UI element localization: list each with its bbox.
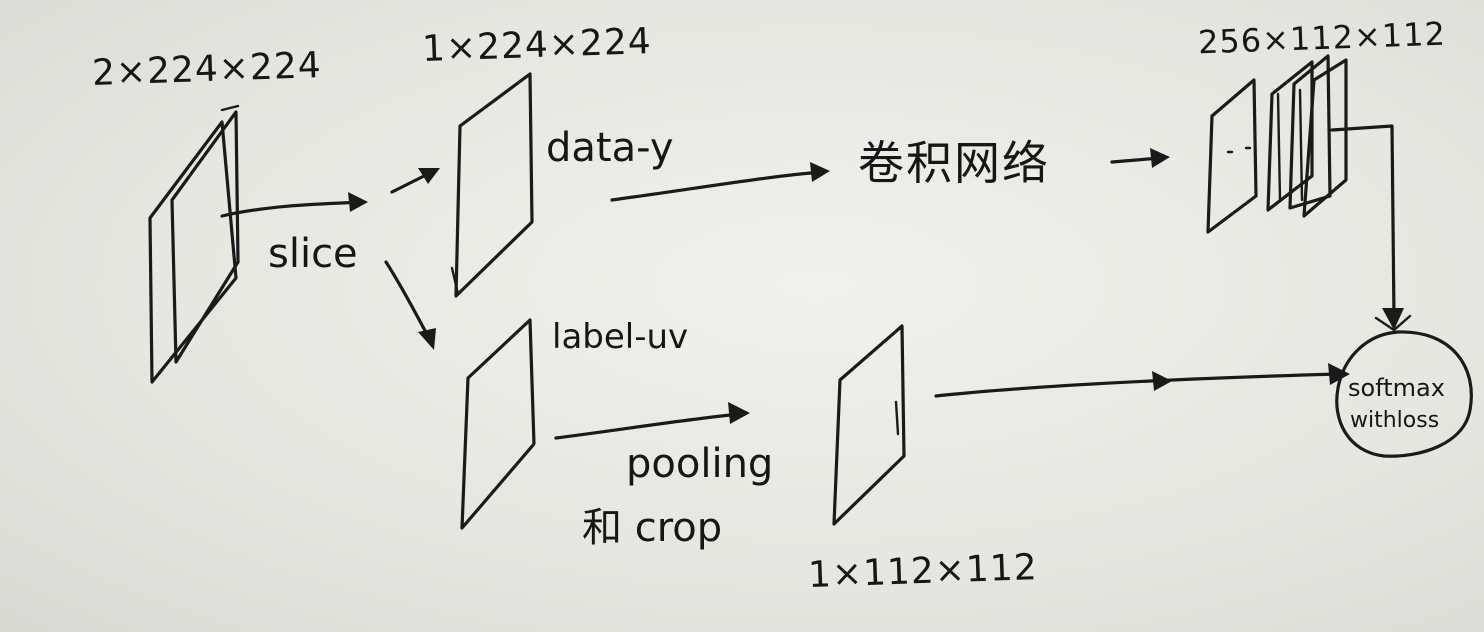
pooling-arrow: [554, 402, 750, 440]
and-crop-label: 和 crop: [582, 505, 723, 551]
input-dims-label: 2×224×224: [91, 45, 323, 94]
label-uv-plane: [460, 318, 536, 530]
slice-dims-label: 1×224×224: [421, 21, 653, 70]
data-y-label: data-y: [546, 125, 674, 171]
arrow-to-label-uv: [384, 260, 436, 350]
arrow-to-conv-net: [610, 162, 830, 202]
target-plane: [832, 324, 906, 526]
arrow-features-to-softmax: [1330, 124, 1412, 332]
label-uv-label: label-uv: [552, 317, 689, 357]
slice-label: slice: [268, 231, 358, 277]
softmax-circle: [1335, 330, 1473, 458]
arrow-target-to-softmax: [934, 363, 1350, 398]
with-loss-label: withloss: [1350, 408, 1440, 433]
feature-dims-label: 256×112×112: [1197, 14, 1447, 62]
feature-maps: [1206, 54, 1348, 234]
conv-net-label: 卷积网络: [858, 136, 1050, 190]
target-dims-label: 1×112×112: [807, 547, 1039, 596]
pooling-label: pooling: [626, 441, 774, 487]
input-tensor: [148, 104, 240, 384]
slice-arrow: [220, 192, 368, 218]
data-y-plane: [450, 72, 534, 298]
softmax-label: softmax: [1348, 374, 1445, 402]
arrow-to-features: [1110, 148, 1170, 168]
arrow-to-data-y: [390, 168, 440, 194]
